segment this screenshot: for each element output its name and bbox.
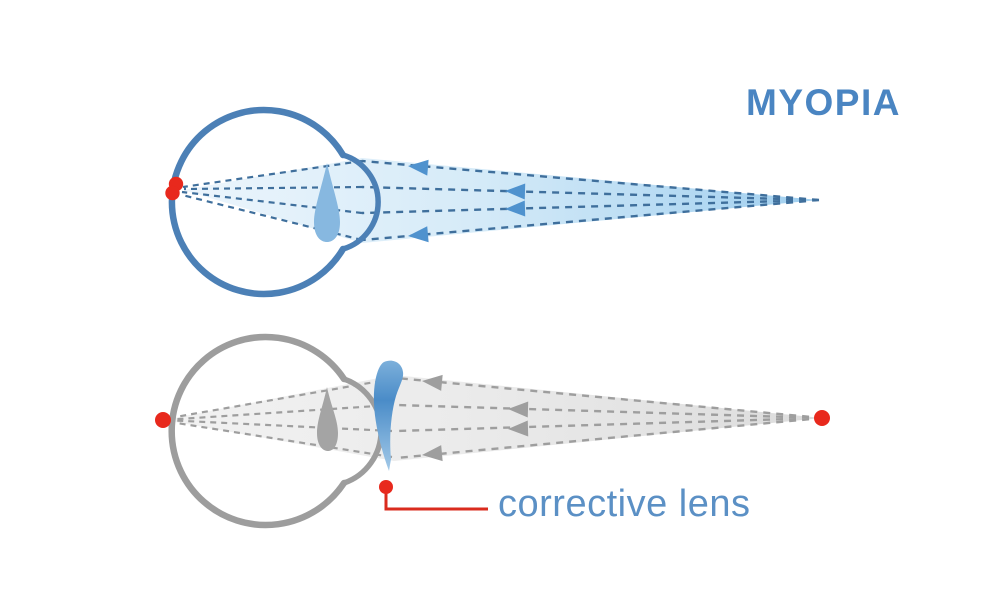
ray-arrow-icon — [505, 183, 526, 200]
label-pointer-dot — [379, 480, 393, 494]
corrected-eye-diagram — [155, 333, 830, 529]
eye-sclera-outline — [168, 106, 347, 298]
focal-point-dot — [155, 412, 171, 428]
focal-point-dot — [165, 185, 180, 201]
refracted-light-rays — [181, 159, 363, 242]
myopia-title: MYOPIA — [746, 82, 901, 123]
ray-arrow-icon — [408, 159, 429, 176]
corrective-lens-shape — [373, 360, 404, 471]
ray-arrow-icon — [408, 226, 429, 243]
eye-lens — [314, 163, 340, 242]
label-connector-line — [384, 490, 488, 511]
corrective-lens-label: corrective lens — [498, 483, 751, 525]
light-beam-cone — [183, 158, 819, 243]
myopic-eye-diagram — [165, 106, 820, 298]
ray-arrow-icon — [422, 374, 443, 391]
label-connector — [379, 480, 488, 511]
distant-object-dot — [814, 410, 830, 426]
eye-sclera-outline — [168, 333, 348, 529]
incoming-light-rays — [395, 376, 823, 460]
eye-lens — [317, 387, 338, 451]
ray-arrow-icon — [505, 200, 526, 217]
ray-arrow-icon — [508, 401, 529, 418]
refracted-light-rays — [163, 377, 393, 459]
cornea-outline — [340, 152, 381, 252]
ray-arrow-icon — [422, 445, 443, 462]
ray-arrow-icon — [508, 420, 529, 437]
